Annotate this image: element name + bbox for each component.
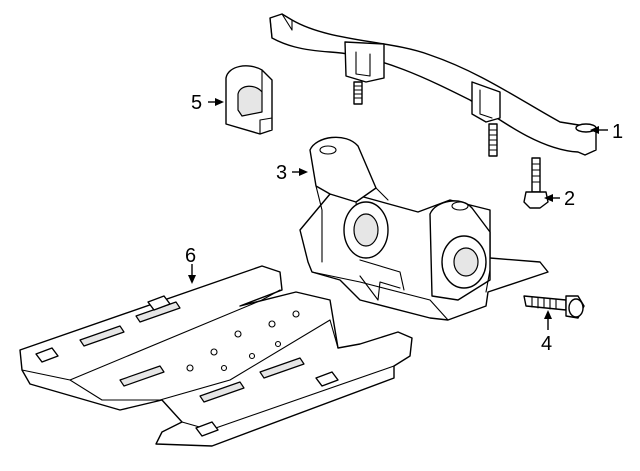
callout-3-label: 3 xyxy=(276,162,287,184)
callout-6-label: 6 xyxy=(185,245,196,267)
callout-4: 4 xyxy=(541,310,552,355)
callout-2-label: 2 xyxy=(564,188,575,210)
part-6-shield xyxy=(19,265,413,447)
part-1-crossmember xyxy=(269,13,597,157)
part-2-bolt xyxy=(523,157,549,209)
part-3-mount xyxy=(299,136,549,321)
callout-3: 3 xyxy=(276,162,308,184)
callout-4-label: 4 xyxy=(541,333,552,355)
callout-6: 6 xyxy=(185,245,196,284)
part-5-insulator xyxy=(225,65,273,135)
callout-5-label: 5 xyxy=(191,92,202,114)
callout-1-label: 1 xyxy=(612,121,623,143)
callout-2: 2 xyxy=(544,188,575,210)
callout-1: 1 xyxy=(590,121,623,143)
part-4-bolt xyxy=(523,295,585,319)
callout-5: 5 xyxy=(191,92,224,114)
